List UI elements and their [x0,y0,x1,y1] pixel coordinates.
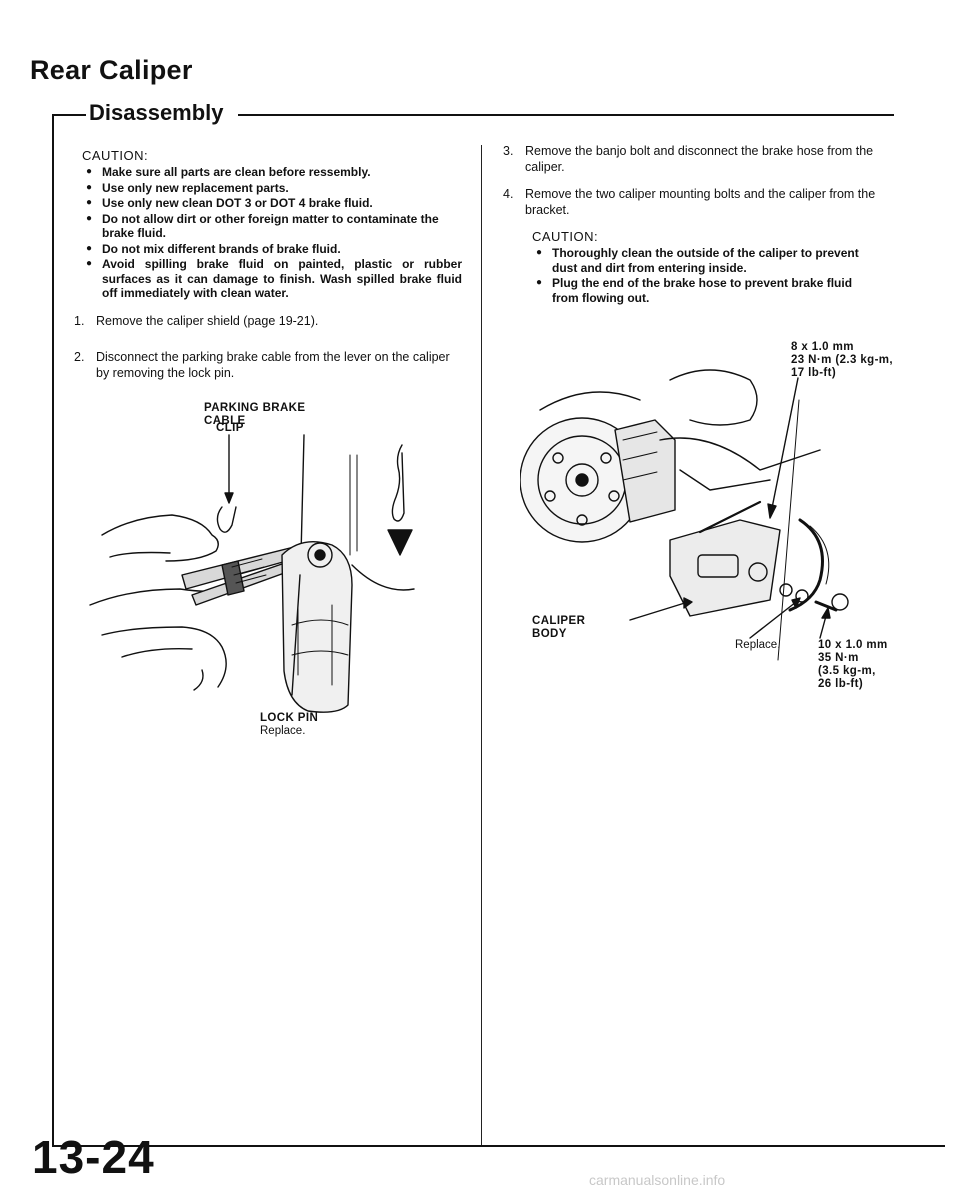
label-line: PARKING BRAKE [204,402,306,414]
step-number: 2. [74,350,85,364]
label-line: CALIPER [532,615,586,627]
step-text: Remove the banjo bolt and disconnect the… [525,144,874,174]
label-clip: CLIP [216,422,244,434]
label-note: Replace. [260,725,306,737]
caution-item: Plug the end of the brake hose to preven… [532,276,882,305]
caution-list: Make sure all parts are clean before res… [82,165,462,301]
label-lock-pin: LOCK PIN Replace. [260,712,318,738]
step-text: Remove the two caliper mounting bolts an… [525,187,876,217]
label-line: LOCK PIN [260,712,319,724]
step-text: Remove the caliper shield (page 19-21). [96,314,319,328]
label-line: 35 N·m [818,652,859,664]
section-heading: Disassembly [87,100,232,126]
step-number: 3. [503,144,514,158]
label-line: (3.5 kg-m, [818,665,876,677]
caution-item: Thoroughly clean the outside of the cali… [532,246,882,275]
label-caliper-body: CALIPER BODY [532,615,585,641]
watermark-text: carmanualsonline.info [589,1172,726,1188]
caution-item: Make sure all parts are clean before res… [82,165,462,180]
step-2: 2. Disconnect the parking brake cable fr… [74,350,464,381]
label-note: Replace. [735,639,781,651]
label-line: 8 x 1.0 mm [791,341,854,353]
step-1: 1. Remove the caliper shield (page 19-21… [74,314,464,330]
page-title: Rear Caliper [30,55,193,85]
step-4: 4. Remove the two caliper mounting bolts… [503,187,893,218]
lock-pin-removal-illustration [89,434,415,713]
caution-item: Avoid spilling brake fluid on painted, p… [82,257,462,301]
caution-block-left: CAUTION: Make sure all parts are clean b… [82,148,462,302]
caution-item: Do not mix different brands of brake flu… [82,242,462,257]
caliper-removal-illustration [520,369,849,661]
left-page-rule [52,114,54,1147]
caution-item: Do not allow dirt or other foreign matte… [82,212,462,241]
header-rule-left [52,114,86,116]
label-line: 26 lb-ft) [818,678,864,690]
bottom-page-rule [52,1145,945,1147]
label-parking-brake-cable: PARKING BRAKE CABLE [204,402,305,428]
label-line: CABLE [204,415,246,427]
caution-block-right: CAUTION: Thoroughly clean the outside of… [532,229,882,306]
step-text: Disconnect the parking brake cable from … [96,350,450,380]
caution-label: CAUTION: [82,148,149,163]
label-line: 10 x 1.0 mm [818,639,888,651]
page-number: 13-24 [32,1131,155,1183]
caution-item: Use only new clean DOT 3 or DOT 4 brake … [82,196,462,211]
label-line: 17 lb-ft) [791,367,837,379]
label-mounting-bolt-spec: 8 x 1.0 mm 23 N·m (2.3 kg-m, 17 lb-ft) [791,341,893,380]
label-replace: Replace. [735,639,780,652]
label-banjo-bolt-spec: 10 x 1.0 mm 35 N·m (3.5 kg-m, 26 lb-ft) [818,639,888,691]
header-rule-right [238,114,894,116]
caution-list: Thoroughly clean the outside of the cali… [532,246,882,305]
caution-label: CAUTION: [532,229,599,244]
label-line: BODY [532,628,567,640]
column-divider [481,145,482,1145]
step-number: 4. [503,187,514,201]
step-number: 1. [74,314,85,328]
label-line: 23 N·m (2.3 kg-m, [791,354,894,366]
caution-item: Use only new replacement parts. [82,181,462,196]
step-3: 3. Remove the banjo bolt and disconnect … [503,144,893,175]
